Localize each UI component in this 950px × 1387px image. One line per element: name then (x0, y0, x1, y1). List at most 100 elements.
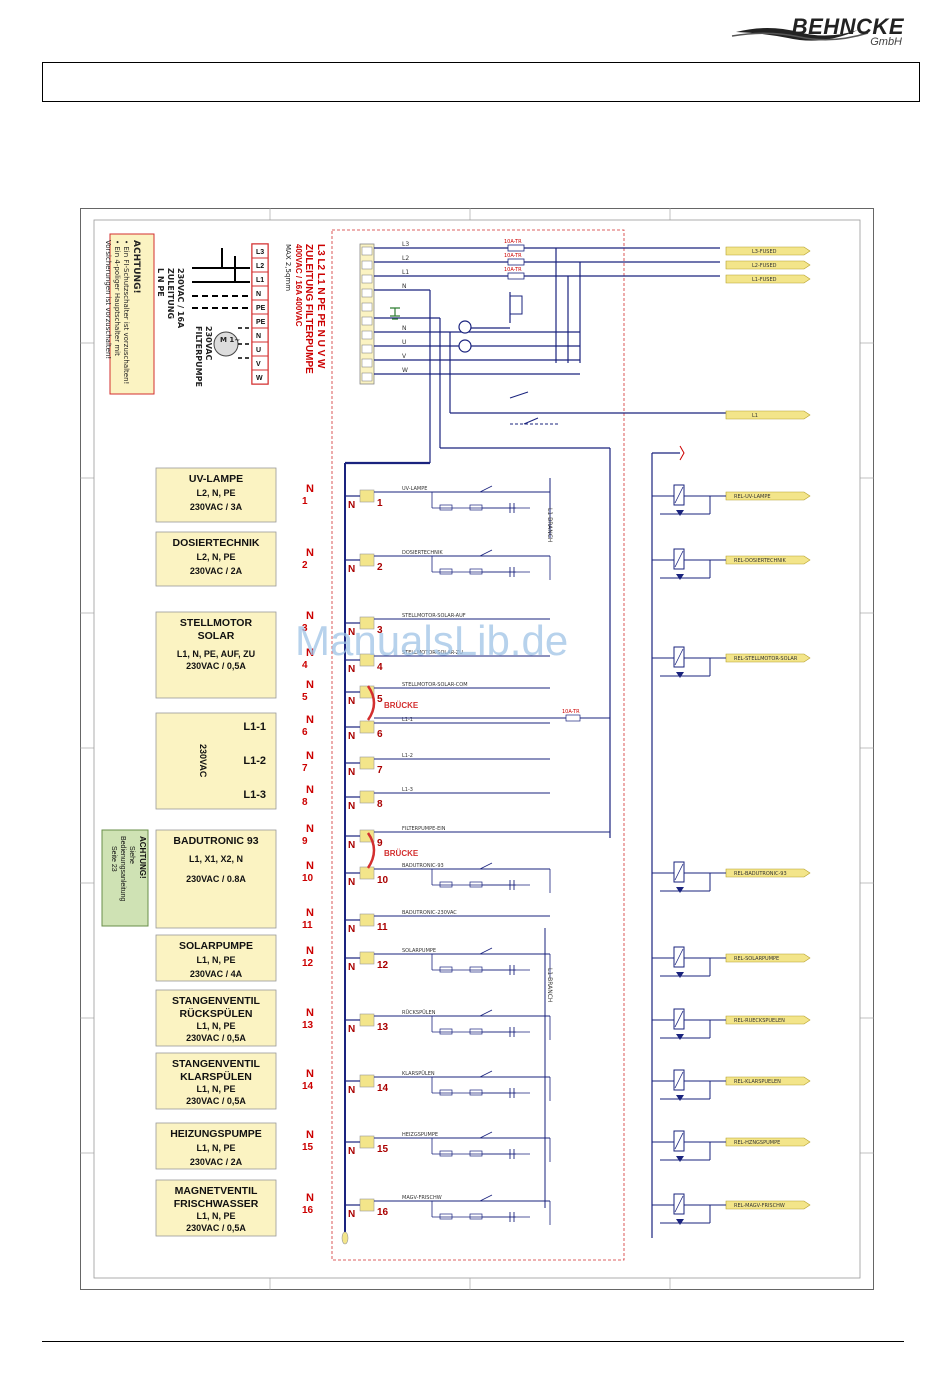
device-card-title2: RÜCKSPÜLEN (180, 1007, 253, 1020)
output-tag (725, 260, 811, 270)
motor-label: M 1~ (220, 336, 240, 344)
supply-section: ZULEITUNG 230VAC / 16A L N PE FILTERPUMP… (156, 243, 326, 387)
n-label-bus: N (348, 664, 355, 675)
circuit-label: FILTERPUMPE-EIN (402, 826, 446, 832)
phase-label: L1 (402, 269, 409, 276)
n-label: N (306, 750, 314, 762)
terminal-number-left: 13 (302, 1020, 314, 1031)
device-card-title: DOSIERTECHNIK (173, 537, 260, 549)
output-tag-label: L2-FUSED (752, 263, 777, 269)
terminal-number-left: 14 (302, 1081, 314, 1092)
n-label-bus: N (348, 731, 355, 742)
terminal-block (359, 1198, 375, 1212)
resistor-icon (439, 1028, 453, 1035)
achtung-side-title: ACHTUNG! (138, 836, 147, 879)
supply-terminal-label: L3 (256, 249, 264, 256)
n-label: N (306, 860, 314, 872)
device-card-title: STANGENVENTIL (172, 995, 260, 1007)
n-label-bus: N (348, 924, 355, 935)
resistor-icon (439, 966, 453, 973)
supply-terminal-label: L2 (256, 263, 264, 270)
terminal-number-left: 8 (302, 797, 308, 808)
device-card-line: L1, N, PE (196, 1084, 235, 1094)
relay-tag-label: REL-UV-LAMPE (734, 494, 771, 500)
bruecke-label-2: BRÜCKE (384, 849, 419, 858)
main-terminal-cell (361, 246, 373, 256)
n-label-bus: N (348, 801, 355, 812)
n-label-bus: N (348, 962, 355, 973)
terminal-number-right: 1 (377, 498, 383, 509)
n-label-bus: N (348, 1085, 355, 1096)
relay-tag (725, 953, 811, 963)
diode-icon (676, 1156, 684, 1162)
supply-terminal-cell (251, 369, 269, 385)
relay-contact-icon (479, 1131, 493, 1139)
terminal-number-right: 6 (377, 729, 383, 740)
relay-tag-label: REL-KLARSPUELEN (734, 1079, 781, 1085)
terminal-number-right: 10 (377, 875, 389, 886)
fuse-icon (507, 258, 525, 266)
l1-output-label: L1-1 (243, 721, 266, 733)
device-card-line: L1, N, PE (196, 1021, 235, 1031)
relay-contact-icon (479, 1070, 493, 1078)
supply-terminal-label: PE (256, 319, 266, 326)
diode-icon (676, 510, 684, 516)
device-card (155, 531, 277, 587)
main-terminal-cell (361, 358, 373, 368)
terminal-block (359, 951, 375, 965)
device-card-line: L2, N, PE (196, 552, 235, 562)
circuit-label: STELLMOTOR-SOLAR-ZU (402, 650, 463, 656)
relay-tag-label: REL-STELLMOTOR-SOLAR (734, 656, 798, 662)
footer-divider (42, 1341, 904, 1342)
relay-tag (725, 555, 811, 565)
relay-tag (725, 1200, 811, 1210)
device-card-line: 230VAC / 2A (190, 566, 243, 576)
branch-label-top: L1-BRANCH (546, 508, 553, 542)
fuse-l1-icon (565, 714, 581, 722)
resistor-icon (469, 568, 483, 575)
relay-tag-label: REL-BADUTRONIC-93 (734, 871, 787, 877)
device-card-title: STELLMOTOR (180, 617, 253, 629)
terminal-number-left: 2 (302, 560, 308, 571)
supply-terminal-label: U (256, 347, 261, 354)
zuleitung-filterpumpe-spec: 400VAC / 16A 400VAC (294, 244, 303, 327)
phase-label: N (402, 283, 407, 290)
header-box (42, 62, 920, 102)
device-card-line: L1, N, PE (196, 1211, 235, 1221)
n-label: N (306, 647, 314, 659)
n-label: N (306, 1129, 314, 1141)
filterpumpe-spec: 230VAC (204, 326, 213, 361)
fuse-label: 10A-TR (504, 267, 522, 273)
circuit-label: HEIZGSPUMPE (402, 1132, 438, 1138)
n-label-bus: N (348, 840, 355, 851)
warning-top-line3: Vorsicherungen ist vorzuschalten! (104, 240, 112, 359)
phase-label: N (402, 325, 407, 332)
supply-terminal-label: PE (256, 305, 266, 312)
terminal-number-right: 3 (377, 625, 383, 636)
fuse-icon (507, 272, 525, 280)
relay-bus-marker-icon (679, 445, 685, 461)
terminal-number-left: 11 (302, 920, 313, 931)
terminal-number-right: 8 (377, 799, 383, 810)
n-label: N (306, 823, 314, 835)
circuit-label: KLARSPÜLEN (402, 1070, 435, 1077)
terminal-number-right: 14 (377, 1083, 389, 1094)
device-card-title2: SOLAR (198, 630, 235, 642)
terminal-number-left: 5 (302, 692, 308, 703)
device-card-line: 230VAC / 4A (190, 969, 243, 979)
terminal-number-left: 3 (302, 623, 308, 634)
terminal-number-right: 15 (377, 1144, 389, 1155)
terminal-number-left: 12 (302, 958, 314, 969)
main-terminal-cell (361, 274, 373, 284)
terminal-block (359, 553, 375, 567)
resistor-icon (439, 504, 453, 511)
phase-label: L3 (402, 241, 409, 248)
terminal-block (359, 720, 375, 734)
terminal-number-left: 6 (302, 727, 308, 738)
device-card-line: 230VAC / 0,5A (186, 1096, 246, 1106)
l1-output-label: L1-3 (243, 789, 266, 801)
phase-label: U (402, 339, 406, 346)
output-tag-label: L3-FUSED (752, 249, 777, 255)
diode-icon (676, 972, 684, 978)
device-card-title: UV-LAMPE (189, 473, 243, 485)
